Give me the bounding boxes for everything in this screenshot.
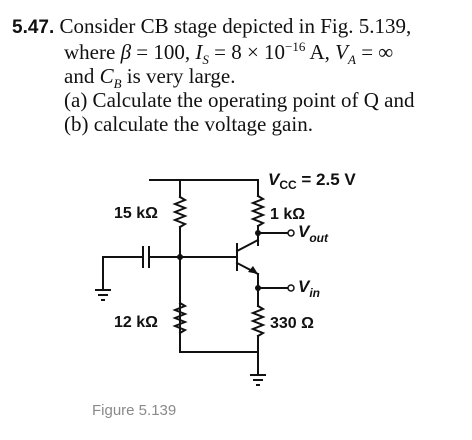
vout-label: Vout (298, 222, 329, 245)
ground-icon-emitter (250, 374, 266, 386)
va-symbol: V (335, 40, 348, 64)
va-value: = ∞ (355, 40, 394, 64)
amp-unit: A, (305, 40, 336, 64)
emitter-node-dot (255, 285, 261, 291)
where-text: where (64, 40, 116, 64)
r-bottom-resistor (172, 301, 188, 335)
problem-line-3: and CB is very large. (12, 64, 462, 92)
re-resistor (250, 304, 266, 338)
is-symbol: I (195, 40, 203, 64)
is-exponent: −16 (285, 39, 306, 54)
r-bottom-label: 12 kΩ (114, 314, 158, 331)
is-value: = 8 × 10 (208, 40, 286, 64)
vcc-label: VCC = 2.5 V (268, 170, 356, 192)
cb-rest-text: is very large. (121, 64, 236, 88)
cb-subscript: B (113, 76, 122, 92)
problem-intro: Consider CB stage depicted in Fig. 5.139… (59, 14, 412, 38)
r-collector-label: 1 kΩ (270, 206, 305, 223)
problem-line-1: 5.47. Consider CB stage depicted in Fig.… (12, 14, 462, 40)
vin-terminal (287, 284, 295, 292)
vin-label: Vin (298, 277, 320, 300)
transistor-collector (235, 238, 260, 253)
and-text: and (64, 64, 100, 88)
part-a: (a) Calculate the operating point of Q a… (64, 88, 415, 112)
va-subscript: A (348, 52, 356, 68)
part-b: (b) calculate the voltage gain. (64, 112, 313, 136)
collector-node-dot (255, 230, 261, 236)
rc-resistor (250, 194, 266, 228)
emitter-arrow-icon (248, 266, 258, 274)
beta-value: = 100, (131, 40, 196, 64)
vout-terminal (287, 229, 295, 237)
problem-number: 5.47. (12, 17, 55, 38)
is-subscript: S (202, 52, 209, 68)
cb-symbol: C (99, 64, 114, 88)
ground-icon-left (95, 289, 111, 301)
beta-symbol: β (120, 40, 132, 64)
base-node-dot (177, 254, 183, 260)
figure-caption: Figure 5.139 (92, 402, 176, 419)
problem-line-2: where β = 100, IS = 8 × 10−16 A, VA = ∞ (12, 39, 462, 68)
problem-statement: 5.47. Consider CB stage depicted in Fig.… (12, 14, 462, 136)
r-top-resistor (172, 195, 188, 229)
r-top-label: 15 kΩ (114, 205, 158, 222)
r-emitter-label: 330 Ω (270, 315, 314, 332)
